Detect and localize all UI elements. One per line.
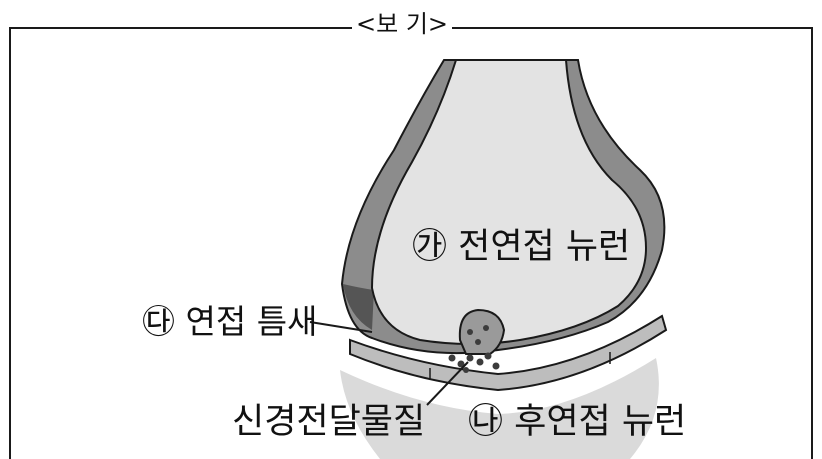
label-neurotransmitter: 신경전달물질	[232, 402, 426, 442]
label-presynaptic-neuron: ㉮ 전연접 뉴런	[412, 227, 631, 267]
postsynaptic-background	[340, 358, 659, 459]
neurotransmitter-leader-line	[426, 361, 469, 406]
neurotransmitter-dot	[492, 362, 500, 370]
neurotransmitter-dot	[448, 354, 456, 362]
neurotransmitter-dot	[483, 325, 489, 331]
presynaptic-dark-band	[343, 284, 374, 330]
label-postsynaptic-neuron: ㉯ 후연접 뉴런	[468, 402, 687, 442]
postsynaptic-membrane	[349, 314, 668, 392]
label-synaptic-cleft: ㉰ 연접 틈새	[142, 302, 318, 341]
neurotransmitter-dot	[457, 360, 465, 368]
neurotransmitter-dot	[476, 358, 484, 366]
presynaptic-cell-body	[370, 59, 648, 345]
neurotransmitter-dot	[463, 367, 469, 373]
synaptic-vesicle	[458, 308, 506, 355]
neurotransmitter-dot	[467, 329, 473, 335]
box-title: <보 기>	[352, 12, 453, 36]
neurotransmitter-dot	[475, 339, 481, 345]
cleft-leader-line	[309, 321, 373, 333]
neurotransmitter-dot	[484, 352, 492, 360]
neurotransmitter-dot	[466, 354, 474, 362]
